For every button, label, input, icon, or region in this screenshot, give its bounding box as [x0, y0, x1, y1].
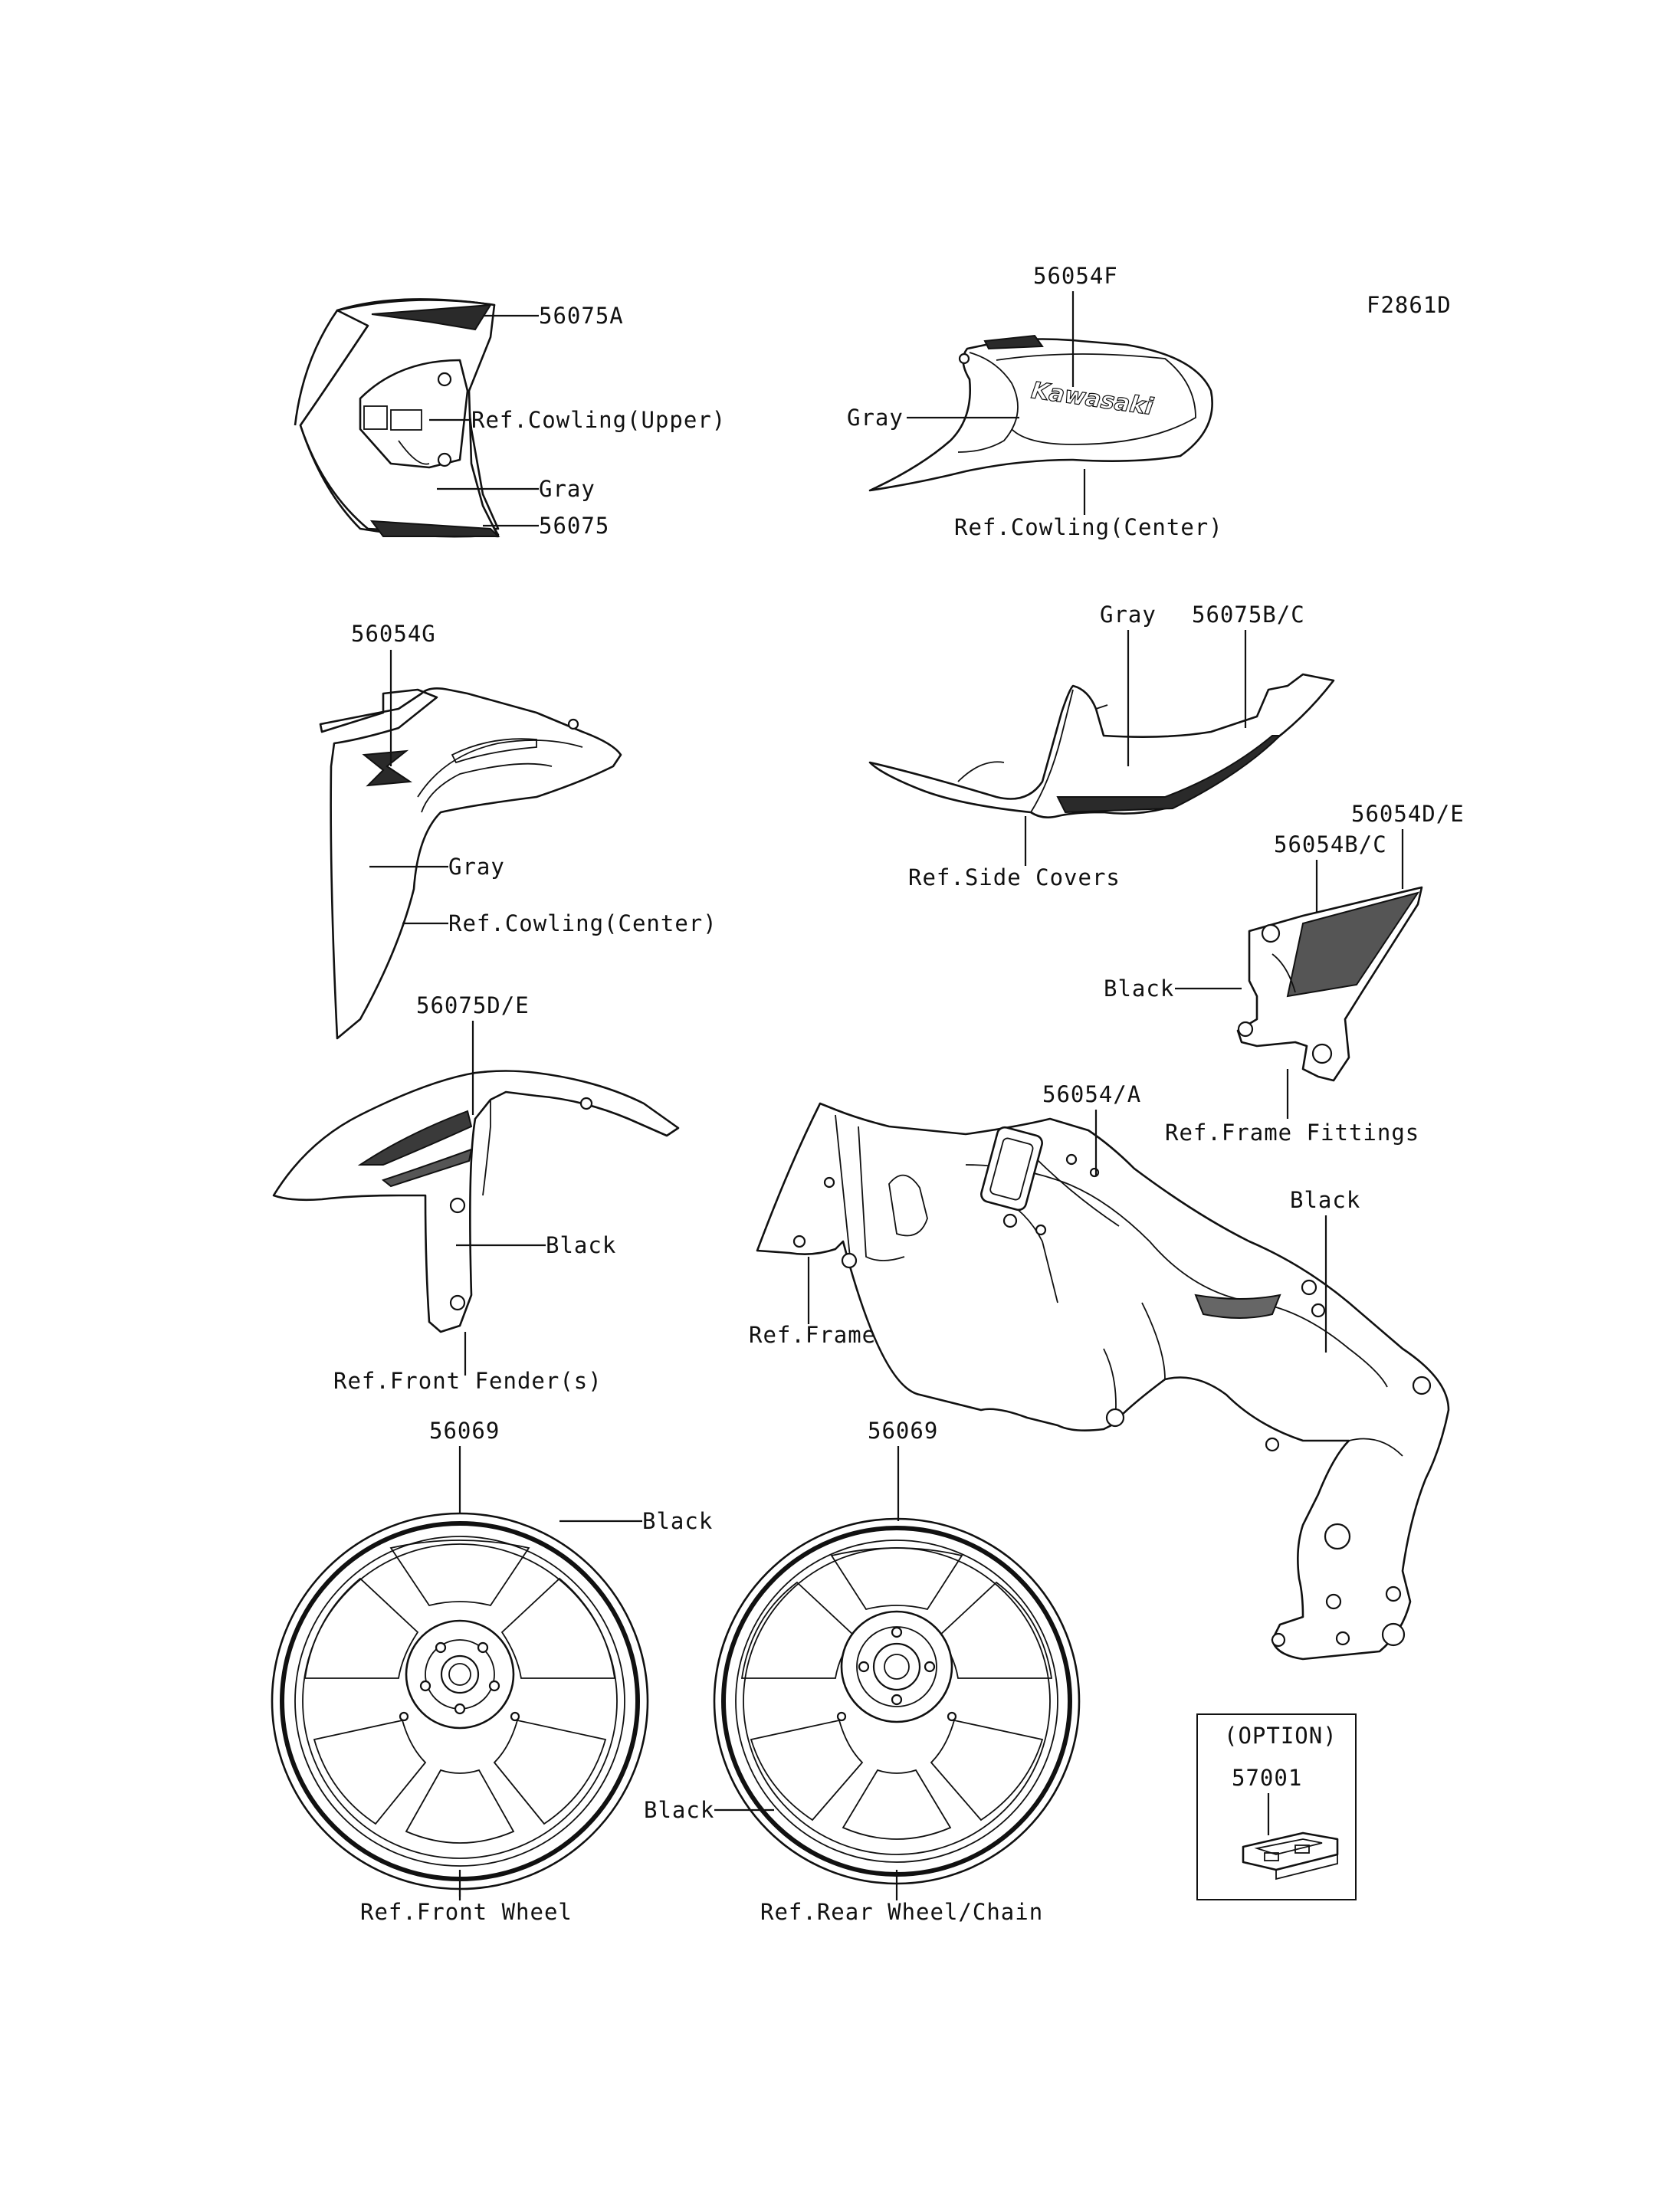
- label-black-frame: Black: [1290, 1187, 1360, 1213]
- label-ref-frame-fittings: Ref.Frame Fittings: [1165, 1120, 1419, 1146]
- label-56054-A: 56054/A: [1042, 1081, 1141, 1107]
- front-fender-part: [272, 1070, 680, 1333]
- label-gray-center-left: Gray: [448, 854, 505, 880]
- tool-57001-part: [1242, 1831, 1339, 1881]
- label-56054G: 56054G: [351, 621, 436, 647]
- label-56075A: 56075A: [539, 303, 624, 329]
- frame-fittings-part: [1236, 886, 1423, 1082]
- label-option: (OPTION): [1224, 1723, 1337, 1749]
- label-56069-front: 56069: [429, 1418, 500, 1444]
- label-56075B-C: 56075B/C: [1192, 602, 1305, 628]
- cowling-center-right-part: Kawasaki: [868, 334, 1213, 492]
- label-black-front-wheel: Black: [642, 1508, 713, 1534]
- label-black-rear-wheel: Black: [644, 1797, 714, 1823]
- label-56075: 56075: [539, 513, 609, 539]
- label-56054F: 56054F: [1033, 263, 1118, 289]
- label-56069-rear: 56069: [868, 1418, 938, 1444]
- cowling-upper-part: [294, 298, 500, 538]
- label-black-front-fender: Black: [546, 1232, 616, 1258]
- figure-id: F2861D: [1367, 292, 1452, 318]
- cowling-center-left-part: [319, 687, 622, 1040]
- label-56054B-C: 56054B/C: [1274, 831, 1387, 857]
- label-gray-side-covers: Gray: [1100, 602, 1157, 628]
- label-ref-cowling-center-left: Ref.Cowling(Center): [448, 910, 717, 936]
- label-gray-center-right: Gray: [847, 405, 904, 431]
- label-ref-rear-wheel: Ref.Rear Wheel/Chain: [760, 1899, 1043, 1925]
- frame-part: [756, 1102, 1450, 1661]
- rear-wheel-part: [713, 1517, 1081, 1885]
- front-wheel-part: [271, 1512, 649, 1890]
- z-decal: [362, 749, 412, 787]
- label-57001: 57001: [1232, 1765, 1302, 1791]
- side-covers-part: [868, 673, 1335, 818]
- label-ref-frame: Ref.Frame: [749, 1322, 876, 1348]
- label-56075D-E: 56075D/E: [416, 992, 530, 1018]
- label-black-frame-fittings: Black: [1104, 976, 1174, 1002]
- label-ref-front-fender: Ref.Front Fender(s): [333, 1368, 602, 1394]
- label-gray-upper: Gray: [539, 476, 596, 502]
- label-ref-cowling-upper: Ref.Cowling(Upper): [471, 407, 726, 433]
- label-ref-front-wheel: Ref.Front Wheel: [360, 1899, 573, 1925]
- label-ref-cowling-center-right: Ref.Cowling(Center): [954, 514, 1223, 540]
- label-56054D-E: 56054D/E: [1351, 801, 1465, 827]
- label-ref-side-covers: Ref.Side Covers: [908, 864, 1121, 890]
